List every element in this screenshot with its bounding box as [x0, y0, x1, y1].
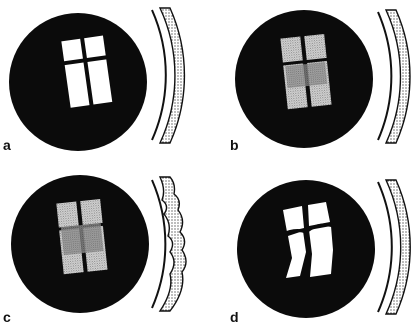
- panel-a: a: [3, 8, 184, 153]
- window-b: [280, 34, 331, 109]
- panel-b: b: [230, 10, 410, 153]
- outer-arc-c: [152, 177, 186, 311]
- panel-d: d: [230, 180, 410, 325]
- panel-label-c: c: [3, 309, 11, 325]
- outer-arc-d: [378, 180, 410, 314]
- outer-arc-a: [152, 8, 184, 143]
- panel-label-a: a: [3, 137, 11, 153]
- outer-arc-b: [378, 10, 410, 143]
- window-c: [56, 199, 107, 274]
- disc-d: [237, 180, 375, 318]
- panel-c: c: [3, 175, 186, 325]
- panel-label-b: b: [230, 137, 239, 153]
- panel-label-d: d: [230, 309, 239, 325]
